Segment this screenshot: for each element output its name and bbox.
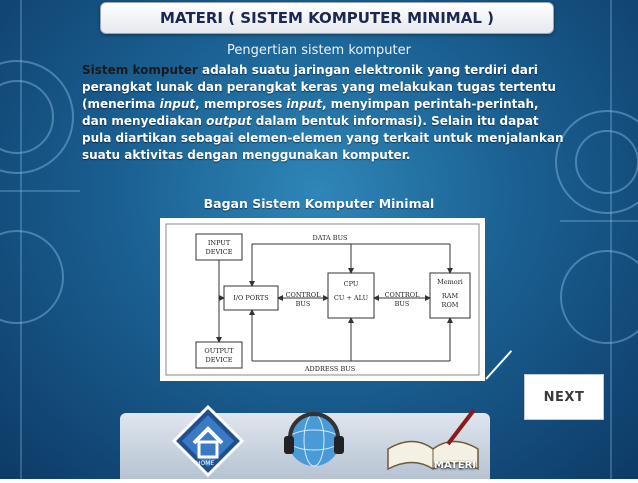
paragraph-text: dalam bentuk informasi). Selain itu dapa… — [82, 114, 564, 162]
input-device-label: DEVICE — [206, 248, 233, 256]
decor-ring — [555, 110, 638, 214]
control-bus-label: BUS — [296, 300, 311, 308]
globe-headset-icon — [284, 412, 344, 467]
home-label: HOME — [196, 460, 215, 467]
paragraph-text: , memproses — [195, 97, 287, 111]
decor-line — [0, 190, 80, 192]
input-device-label: INPUT — [208, 239, 231, 247]
page-title: MATERI ( SISTEM KOMPUTER MINIMAL ) — [160, 9, 494, 27]
highlight-term: Sistem komputer — [82, 63, 198, 77]
materi-label: MATERI — [434, 460, 476, 471]
decor-line — [610, 0, 612, 479]
control-bus-label: BUS — [395, 300, 410, 308]
memory-label: ROM — [442, 301, 459, 309]
output-device-label: OUTPUT — [204, 347, 234, 355]
globe-headset-button[interactable] — [276, 404, 352, 478]
decor-ring — [0, 230, 64, 324]
decor-line — [560, 220, 638, 222]
decor-ring — [575, 130, 638, 194]
data-bus-label: DATA BUS — [313, 234, 348, 242]
memory-label: RAM — [442, 292, 459, 300]
cpu-label: CPU — [344, 280, 359, 288]
paragraph-text: adalah suatu jaringan elektronik yang te… — [82, 63, 556, 111]
next-label: NEXT — [543, 389, 585, 405]
decor-line — [20, 0, 22, 479]
memory-label: Memori — [437, 278, 463, 286]
control-bus-label: CONTROL — [286, 291, 322, 299]
diagram-frame — [165, 223, 480, 376]
input-device-box — [195, 233, 243, 261]
italic-term: input — [286, 97, 322, 111]
section-subtitle: Pengertian sistem komputer — [227, 43, 411, 58]
paragraph-text: , menyimpan perintah-perintah, dan menye… — [82, 97, 539, 128]
diagram-title: Bagan Sistem Komputer Minimal — [203, 196, 435, 211]
next-button[interactable]: NEXT — [524, 374, 604, 420]
data-bus-lines — [216, 243, 453, 362]
italic-term: output — [206, 114, 252, 128]
control-bus-label: CONTROL — [385, 291, 421, 299]
home-icon — [171, 404, 245, 478]
definition-paragraph: Sistem komputer adalah suatu jaringan el… — [82, 62, 567, 164]
address-bus-label: ADDRESS BUS — [304, 365, 355, 373]
decor-ring — [560, 250, 638, 344]
io-ports-label: I/O PORTS — [233, 294, 268, 302]
materi-book-button[interactable] — [378, 404, 488, 479]
book-pen-icon — [387, 408, 479, 471]
home-button[interactable] — [171, 404, 245, 478]
title-banner: MATERI ( SISTEM KOMPUTER MINIMAL ) — [100, 2, 554, 34]
italic-term: input — [159, 97, 196, 111]
output-device-label: DEVICE — [206, 356, 233, 364]
computer-block-diagram: INPUT DEVICE OUTPUT DEVICE I/O PORTS CPU… — [160, 218, 485, 381]
cpu-label: CU + ALU — [334, 294, 369, 302]
output-device-box — [195, 341, 243, 369]
